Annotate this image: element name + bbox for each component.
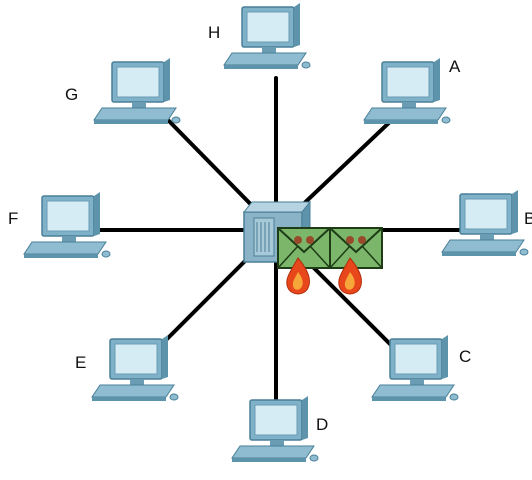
pc-icon (91, 334, 179, 402)
computer-a[interactable] (363, 57, 451, 125)
label-d: D (316, 415, 328, 434)
pc-icon (363, 57, 451, 125)
computer-d[interactable] (231, 395, 319, 463)
computer-g[interactable] (93, 57, 181, 125)
computer-h[interactable] (223, 2, 311, 70)
switch-icon[interactable] (242, 200, 312, 264)
pc-icon (371, 334, 459, 402)
label-g: G (65, 85, 78, 104)
envelope-icon (329, 227, 383, 269)
envelope-icon (277, 227, 331, 269)
pc-icon (23, 191, 111, 259)
pc-icon (441, 189, 529, 257)
computer-c[interactable] (371, 334, 459, 402)
label-e: E (75, 353, 86, 372)
label-a: A (449, 57, 461, 76)
computer-e[interactable] (91, 334, 179, 402)
packet-2 (329, 227, 383, 295)
computer-f[interactable] (23, 191, 111, 259)
label-b: B (524, 209, 532, 228)
packet-1 (277, 227, 331, 295)
computer-b[interactable] (441, 189, 529, 257)
pc-icon (93, 57, 181, 125)
label-f: F (8, 209, 18, 228)
label-h: H (208, 23, 220, 42)
label-c: C (459, 347, 471, 366)
pc-icon (223, 2, 311, 70)
pc-icon (231, 395, 319, 463)
